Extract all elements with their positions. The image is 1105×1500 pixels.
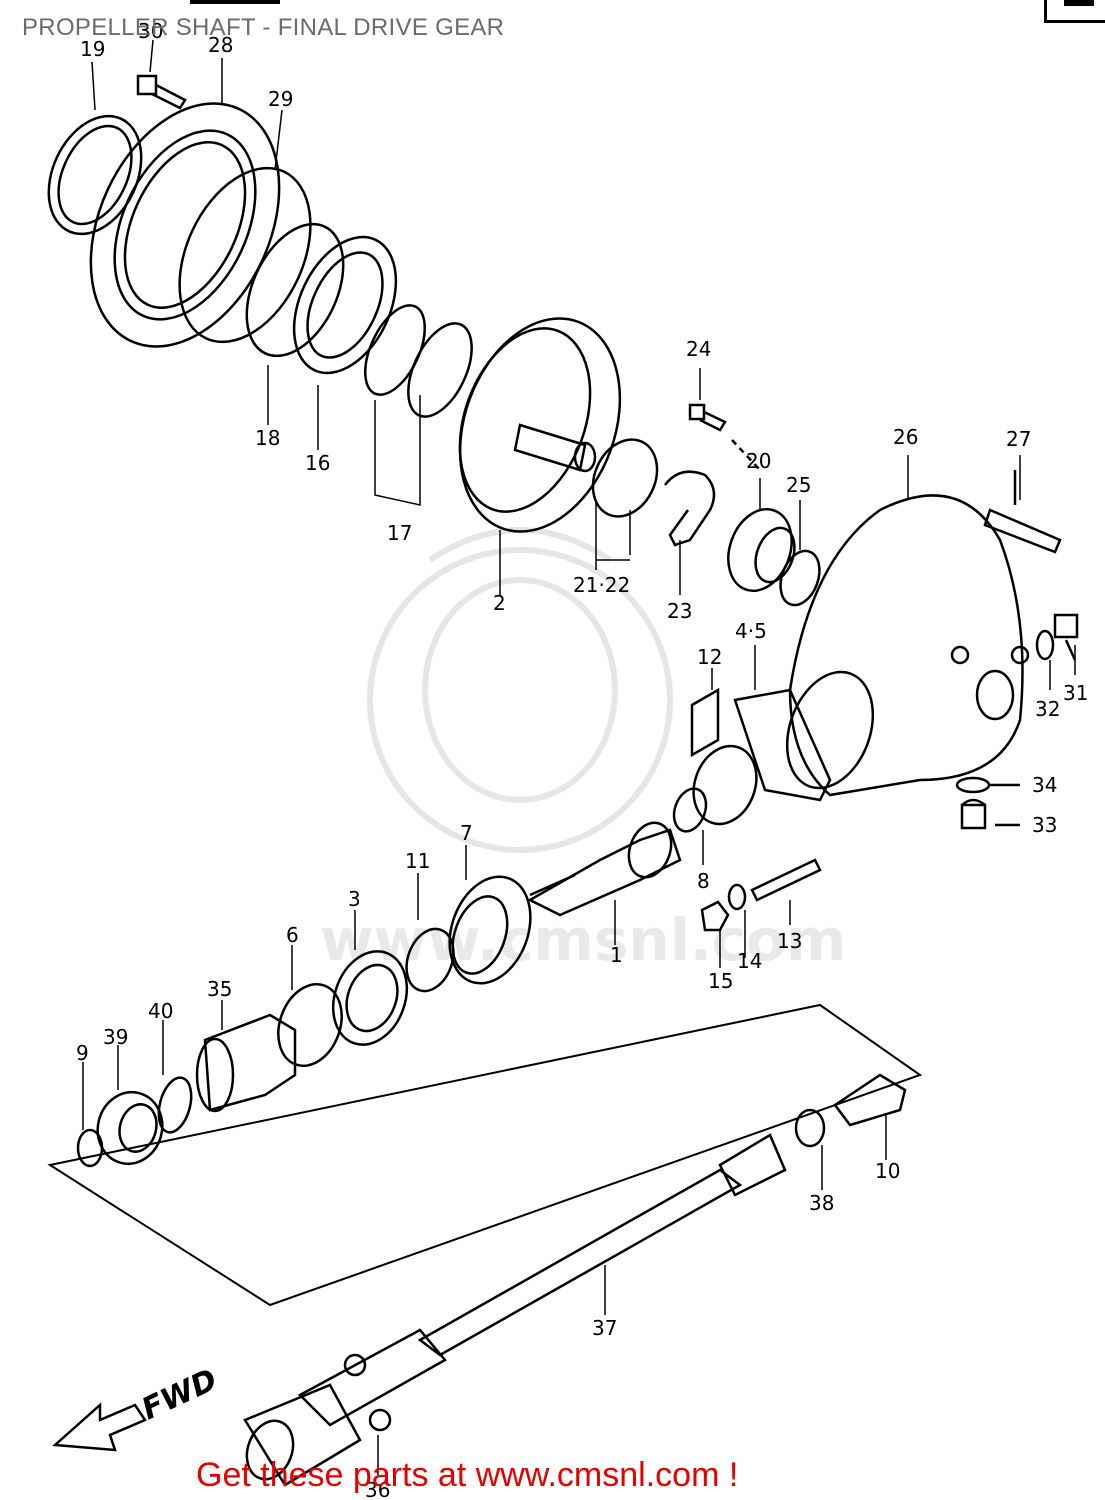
corner-frame-mark (1064, 0, 1094, 6)
part-39-seal (96, 1091, 164, 1165)
callout-31: 31 (1063, 681, 1088, 705)
part-18-shim (245, 222, 345, 358)
callout-39: 39 (103, 1025, 128, 1049)
callout-35: 35 (207, 977, 232, 1001)
callout-27: 27 (1006, 427, 1031, 451)
part-17-ring-b (407, 322, 473, 418)
part-30-bolt (136, 74, 187, 110)
part-26-gear-case (785, 494, 1030, 797)
callout-10: 10 (875, 1159, 900, 1183)
promo-link[interactable]: Get these parts at www.cmsnl.com ! (196, 1456, 739, 1494)
callout-1: 1 (610, 943, 623, 967)
callout-17: 17 (387, 521, 412, 545)
callout-24: 24 (686, 337, 711, 361)
callout-11: 11 (405, 849, 430, 873)
callout-16: 16 (305, 451, 330, 475)
page-title: PROPELLER SHAFT - FINAL DRIVE GEAR (22, 14, 505, 41)
callout-15: 15 (708, 969, 733, 993)
callout-25: 25 (786, 473, 811, 497)
part-36-universal-joint (243, 1353, 392, 1487)
callout-14: 14 (737, 949, 762, 973)
callout-21-22: 21·22 (573, 573, 630, 597)
callout-28: 28 (208, 33, 233, 57)
part-32-washer (1035, 629, 1055, 661)
part-16-bearing (292, 235, 398, 375)
part-27-breather (983, 470, 1062, 554)
part-23-retainer (664, 470, 716, 547)
fwd-label: FWD (137, 1362, 223, 1427)
propeller-shaft-frame (47, 1003, 923, 1307)
part-38-seal (794, 1108, 826, 1148)
callout-18: 18 (255, 426, 280, 450)
part-29-o-ring (178, 166, 312, 344)
part-11-shim (405, 927, 455, 993)
part-7-bearing (448, 875, 532, 985)
part-6-o-ring (277, 982, 343, 1068)
callout-7: 7 (460, 821, 473, 845)
callout-2: 2 (493, 591, 506, 615)
leader-lines (82, 39, 1076, 1475)
corner-frame (1044, 0, 1105, 23)
part-21-22-shim (591, 438, 659, 518)
part-14-washer (727, 883, 747, 911)
part-13-stud (750, 858, 822, 902)
part-20-bearing (727, 507, 796, 593)
callout-13: 13 (777, 929, 802, 953)
part-37-propeller-shaft (297, 1133, 787, 1427)
callout-3: 3 (348, 887, 361, 911)
fwd-arrow (51, 1402, 147, 1452)
callout-30: 30 (138, 19, 163, 43)
callout-9: 9 (76, 1041, 89, 1065)
callout-37: 37 (592, 1316, 617, 1340)
part-8-bearing (672, 744, 758, 833)
part-15-nut (700, 900, 730, 932)
callout-8: 8 (697, 869, 710, 893)
callout-26: 26 (893, 425, 918, 449)
callout-4-5: 4·5 (735, 619, 767, 643)
part-9-washer (76, 1128, 104, 1168)
callout-19: 19 (80, 37, 105, 61)
part-31-plug (1053, 613, 1079, 661)
part-40-circlip (157, 1076, 193, 1134)
part-35-coupling (195, 1013, 297, 1113)
callout-12: 12 (697, 645, 722, 669)
callout-36: 36 (365, 1478, 390, 1500)
callout-40: 40 (148, 999, 173, 1023)
part-4-5-gasket (733, 688, 832, 802)
callout-23: 23 (667, 599, 692, 623)
part-34-washer (955, 776, 991, 794)
part-25-seal (779, 549, 821, 607)
callout-labels: 19 30 28 29 18 16 17 2 21·22 23 24 20 25… (76, 19, 1088, 1500)
part-12-shim (690, 687, 720, 758)
part-24-bolt (688, 403, 761, 471)
callout-32: 32 (1035, 697, 1060, 721)
part-10-boot (833, 1073, 907, 1127)
callout-38: 38 (809, 1191, 834, 1215)
part-33-bolt (960, 798, 987, 830)
part-1-pinion-shaft (527, 821, 682, 917)
callout-20: 20 (746, 449, 771, 473)
part-17-ring-a (364, 304, 426, 396)
part-2-ring-gear (458, 317, 622, 533)
callout-33: 33 (1032, 813, 1057, 837)
top-edge-fragment (190, 0, 280, 4)
part-3-nut (331, 950, 409, 1046)
callout-29: 29 (268, 87, 293, 111)
callout-34: 34 (1032, 773, 1057, 797)
callout-6: 6 (286, 923, 299, 947)
